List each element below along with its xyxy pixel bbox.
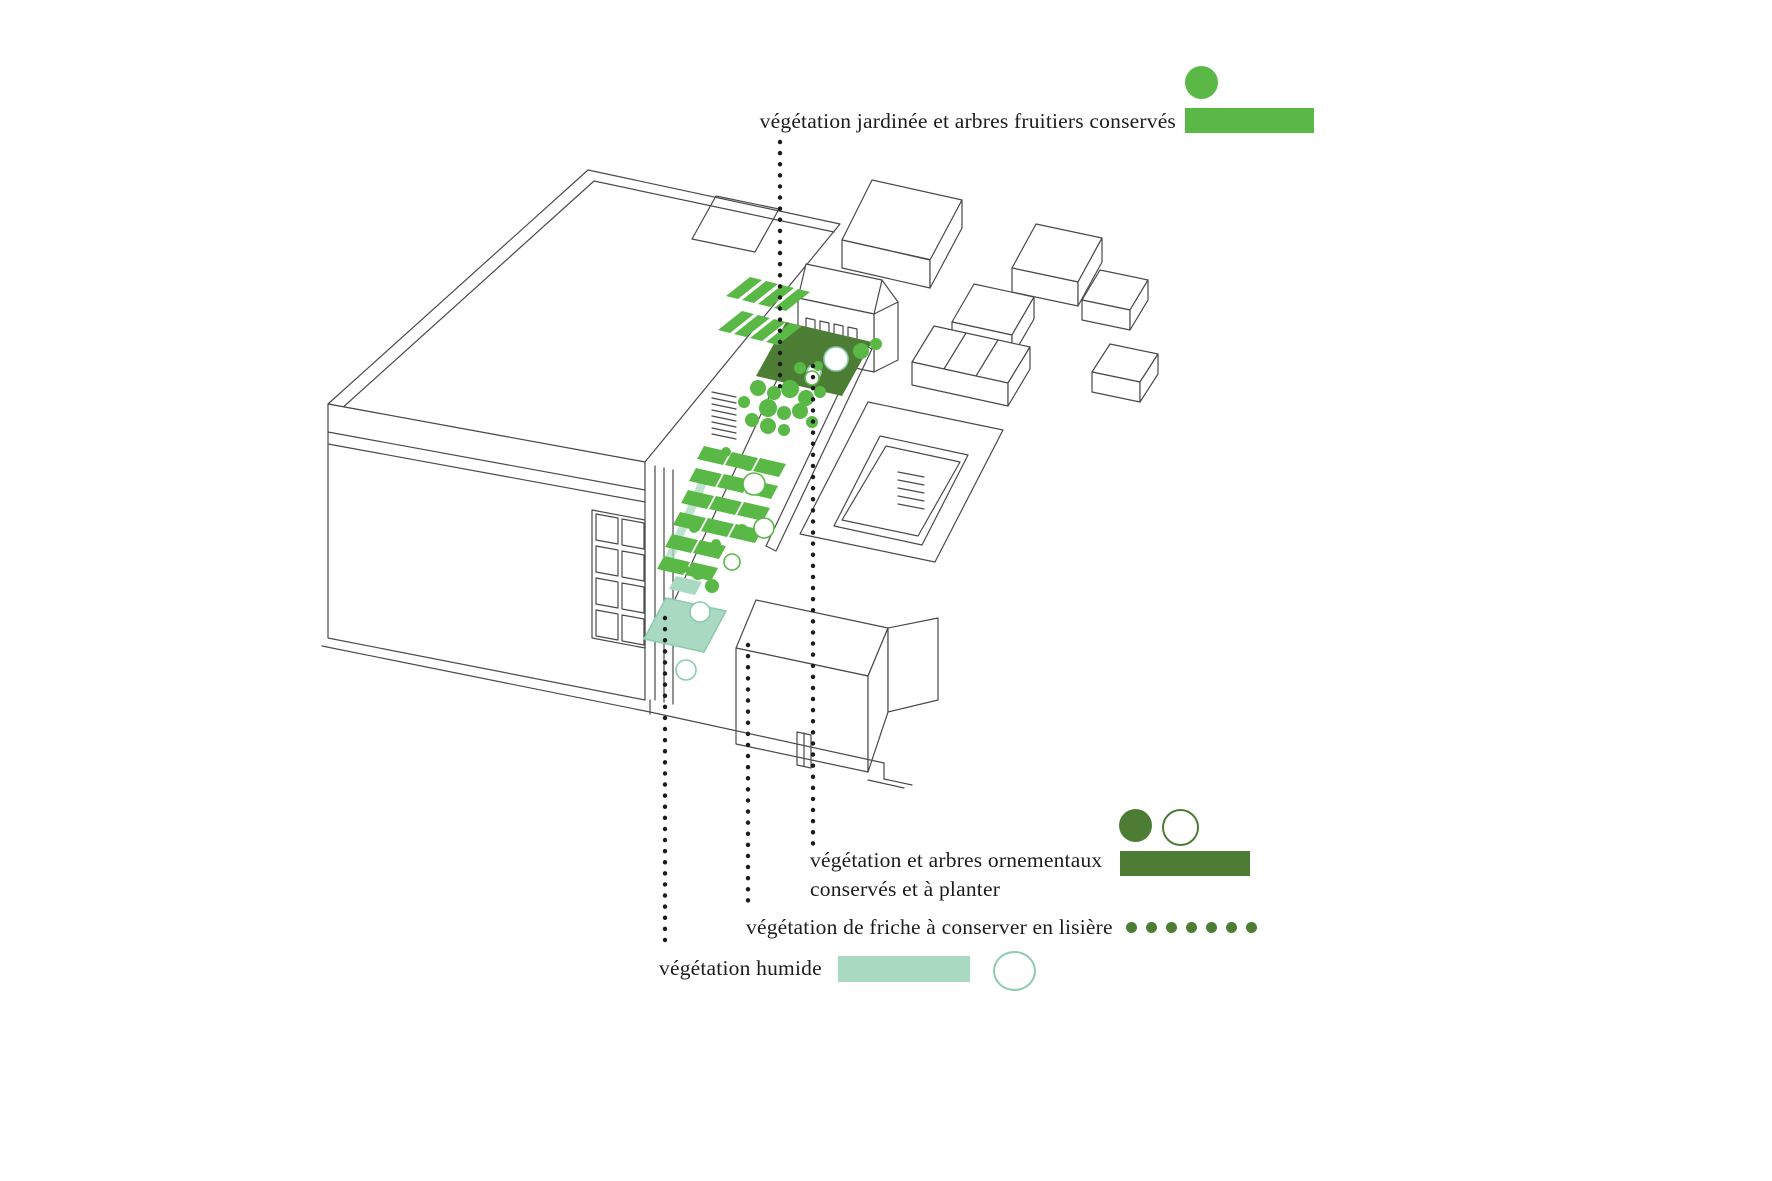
- legend-friche-label: végétation de friche à conserver en lisi…: [746, 915, 1113, 939]
- wet-tree: [675, 659, 697, 681]
- facade-window-grid: [591, 509, 646, 649]
- friche-dot: [1146, 922, 1157, 933]
- courtyard-vegetation: [642, 277, 882, 681]
- friche-dot: [1246, 922, 1257, 933]
- ornementaux-label-line1: végétation et arbres ornementaux: [810, 848, 1103, 872]
- ornementaux-area-swatch: [1120, 851, 1250, 876]
- ornementaux-tree-conserved-icon: [1119, 809, 1152, 842]
- courtyard-building: [799, 401, 1004, 563]
- wet-tree: [689, 601, 711, 623]
- ornamental-vegetation-patch: [756, 322, 872, 396]
- stair-detail: [711, 391, 737, 440]
- friche-dot: [1186, 922, 1197, 933]
- ground-lines: [321, 645, 913, 789]
- jardinee-area-swatch: [1185, 108, 1314, 133]
- friche-dot: [1226, 922, 1237, 933]
- fruit-garden-beds: [718, 277, 810, 345]
- friche-dot: [1206, 922, 1217, 933]
- humide-tree-icon: [993, 951, 1036, 991]
- jardinee-tree-icon: [1185, 66, 1218, 99]
- legend-ornementaux-label: végétation et arbres ornementaux conserv…: [810, 846, 1102, 904]
- wet-vegetation-pool: [642, 597, 728, 653]
- ornementaux-label-line2: conservés et à planter: [810, 877, 1001, 901]
- friche-dotted-swatch: [1126, 922, 1257, 933]
- leader-lines: [662, 139, 816, 951]
- barn: [841, 179, 963, 289]
- courtyard-trees: [679, 447, 775, 593]
- humide-area-swatch: [838, 956, 970, 982]
- legend-humide-label: végétation humide: [659, 956, 822, 980]
- fruit-trees: [738, 361, 826, 436]
- bottom-building: [735, 599, 939, 773]
- door: [796, 731, 812, 769]
- legend-jardinee-label: végétation jardinée et arbres fruitiers …: [759, 109, 1176, 133]
- friche-dot: [1126, 922, 1137, 933]
- ornementaux-tree-to-plant-icon: [1162, 809, 1199, 846]
- outbuildings: [911, 223, 1159, 407]
- main-building: [327, 169, 841, 705]
- friche-dot: [1166, 922, 1177, 933]
